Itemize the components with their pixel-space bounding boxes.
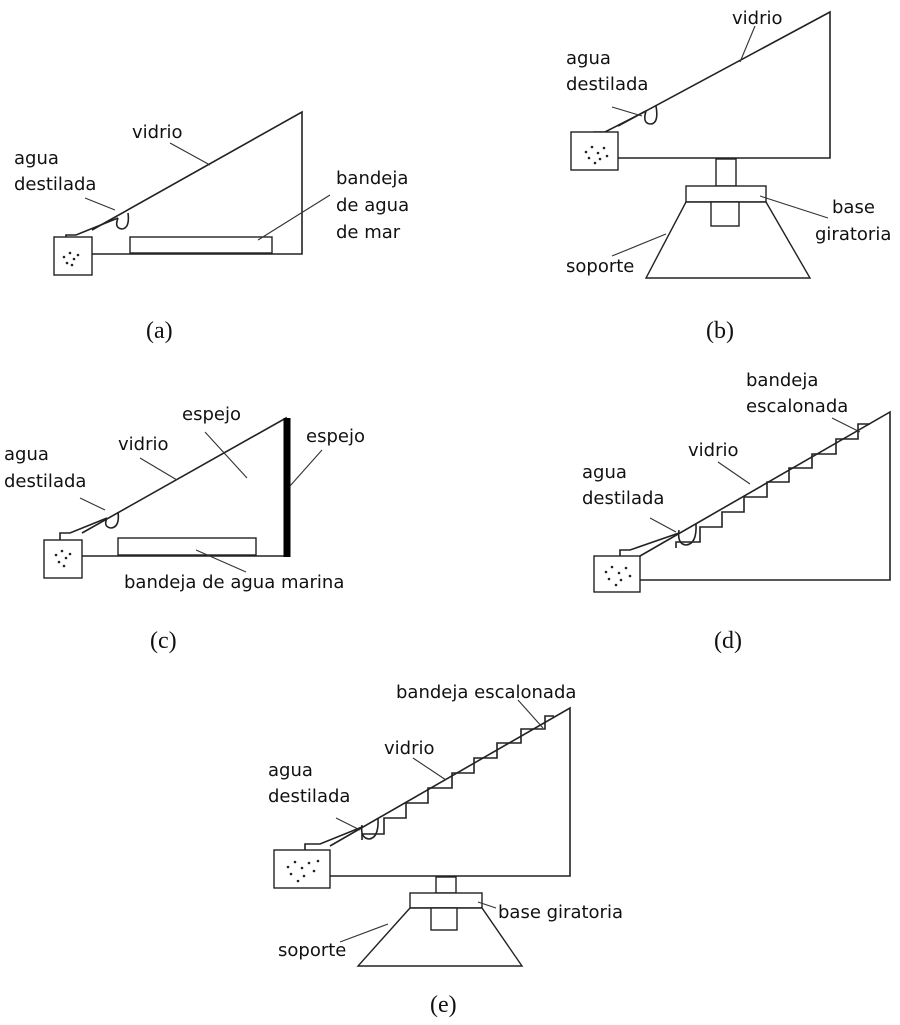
leader-soporte [339, 923, 389, 943]
still-body [81, 416, 287, 557]
stepped-tray [361, 715, 554, 840]
label-escalonada: escalonada [746, 396, 848, 417]
leader-vidrio [717, 461, 751, 485]
collection-jar [53, 236, 93, 276]
stand [356, 907, 524, 967]
caption-e: (e) [430, 992, 457, 1018]
label-de-mar: de mar [336, 222, 401, 243]
leader-agua [611, 106, 643, 117]
leader-agua [649, 517, 677, 533]
label-agua: agua [566, 48, 611, 69]
leader-vidrio [412, 757, 447, 781]
collection-jar [593, 555, 641, 593]
post [715, 158, 737, 187]
water-drops [54, 549, 72, 568]
rotating-base [685, 185, 767, 203]
leader-vidrio [739, 25, 756, 63]
leader-bandeja [195, 549, 247, 573]
panel-d: bandeja escalonada vidrio agua destilada… [582, 370, 891, 654]
panel-a: vidrio agua destilada bandeja de agua de… [14, 110, 409, 344]
label-agua: agua [582, 462, 627, 483]
label-vidrio: vidrio [132, 122, 183, 143]
label-base: base giratoria [498, 902, 623, 923]
leader-bandeja [257, 194, 331, 241]
label-destilada: destilada [582, 488, 664, 509]
label-bandeja: bandeja escalonada [396, 682, 576, 703]
still-body [617, 10, 831, 159]
panel-b: vidrio agua destilada base giratoria sop… [566, 8, 891, 344]
leader-vidrio [139, 457, 178, 481]
water-drops [286, 859, 320, 883]
label-bandeja: bandeja [746, 370, 818, 391]
leader-base [759, 195, 829, 219]
outlet-tube [59, 517, 108, 540]
label-bandeja: bandeja [336, 168, 408, 189]
still-body [329, 706, 571, 877]
caption-d: (d) [714, 628, 742, 654]
post [435, 876, 457, 894]
label-soporte: soporte [566, 256, 634, 277]
caption-a: (a) [146, 318, 173, 344]
condensate-channel [360, 817, 379, 840]
rotating-base [409, 892, 483, 909]
label-de-agua: de agua [336, 195, 409, 216]
condensate-channel [115, 212, 130, 230]
leader-vidrio [169, 142, 211, 166]
label-soporte: soporte [278, 940, 346, 961]
water-drops [604, 565, 632, 587]
stepped-tray [675, 423, 870, 548]
label-agua: agua [4, 444, 49, 465]
outlet-tube [619, 532, 680, 557]
collection-jar [570, 131, 619, 171]
label-destilada: destilada [4, 471, 86, 492]
label-destilada: destilada [566, 74, 648, 95]
still-body [639, 410, 891, 581]
label-destilada: destilada [14, 174, 96, 195]
panel-e: bandeja escalonada vidrio agua destilada… [268, 682, 623, 1018]
label-vidrio: vidrio [732, 8, 783, 29]
outlet-tube [304, 826, 363, 850]
caption-b: (b) [706, 318, 734, 344]
label-vidrio: vidrio [384, 738, 435, 759]
label-base: base [832, 197, 875, 218]
leader-espejo-top [204, 431, 248, 479]
leader-agua [79, 497, 106, 511]
label-espejo-top: espejo [182, 404, 241, 425]
leader-bandeja [517, 699, 544, 729]
label-agua: agua [14, 148, 59, 169]
water-drops [584, 145, 609, 165]
leader-soporte [611, 233, 667, 257]
label-bandeja: bandeja de agua marina [124, 572, 344, 593]
condensate-channel [104, 511, 120, 529]
label-giratoria: giratoria [815, 224, 891, 245]
label-destilada: destilada [268, 786, 350, 807]
water-drops [62, 251, 80, 267]
label-vidrio: vidrio [118, 434, 169, 455]
stand-hub [710, 201, 740, 227]
leader-bandeja [831, 417, 861, 433]
condensate-channel [677, 523, 697, 546]
stand-hub [430, 907, 458, 931]
label-vidrio: vidrio [688, 440, 739, 461]
still-body [91, 110, 303, 255]
leader-base [477, 901, 497, 909]
label-agua: agua [268, 760, 313, 781]
seawater-tray [129, 236, 273, 254]
seawater-tray [117, 537, 257, 556]
condensate-channel [644, 105, 658, 125]
leader-agua [84, 197, 116, 211]
label-espejo-side: espejo [306, 426, 365, 447]
caption-c: (c) [150, 628, 177, 654]
panel-c: espejo espejo vidrio agua destilada band… [4, 404, 365, 654]
leader-agua [335, 817, 361, 831]
leader-espejo-side [289, 449, 323, 487]
collection-jar [43, 539, 83, 579]
